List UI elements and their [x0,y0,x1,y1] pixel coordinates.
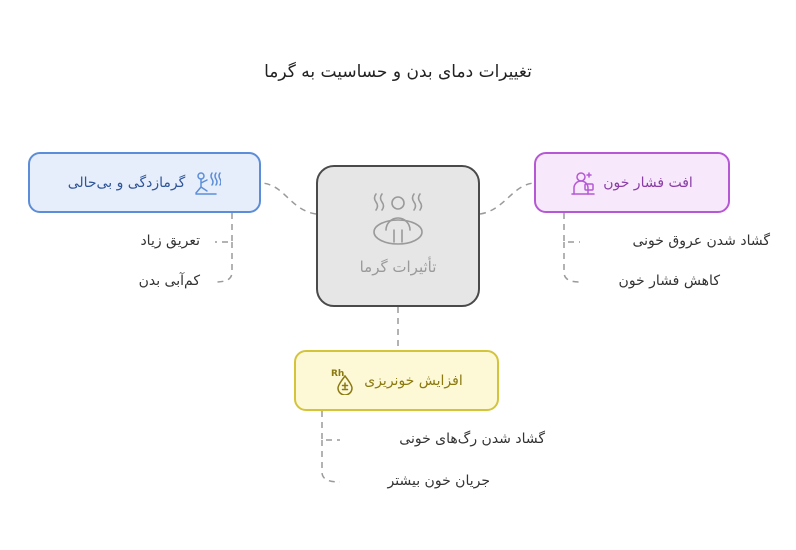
connector-bleed-item2 [321,440,341,483]
connector-heat-item2 [214,242,233,283]
bleeding-item-vessel-dilation: گشاد شدن رگ‌های خونی [399,431,545,447]
bleeding-item-more-flow: جریان خون بیشتر [387,473,490,489]
connector-bleed-item1 [321,411,340,441]
center-node [316,165,480,307]
heat-head-icon [373,193,423,245]
connector-heat-item1 [215,213,233,243]
connector-center-heat [261,182,317,215]
person-with-device-icon [571,171,595,195]
node-heat-exhaustion: گرمازدگی و بی‌حالی [28,152,261,213]
blood-drop-rh-icon: Rh [331,369,354,395]
node-bleeding: Rh افزایش خونریزی [294,350,499,411]
node-bleeding-label: افزایش خونریزی [364,372,463,389]
diagram-title: تغییرات دمای بدن و حساسیت به گرما [264,62,532,82]
center-node-label: تأثیرات گرما [359,258,437,276]
connector-bp-item1 [563,213,580,243]
node-blood-pressure-label: افت فشار خون [603,174,693,191]
connector-bp-item2 [563,242,581,283]
heat-item-sweating: تعریق زیاد [140,233,200,249]
heat-person-icon [195,171,222,195]
node-blood-pressure: افت فشار خون [534,152,730,213]
svg-text:Rh: Rh [331,369,344,379]
bp-item-low-pressure: کاهش فشار خون [618,273,720,289]
heat-item-dehydration: کم‌آبی بدن [138,273,200,289]
connector-center-bp [479,182,535,215]
bp-item-vasodilation: گشاد شدن عروق خونی [632,233,770,249]
node-heat-exhaustion-label: گرمازدگی و بی‌حالی [67,174,186,191]
